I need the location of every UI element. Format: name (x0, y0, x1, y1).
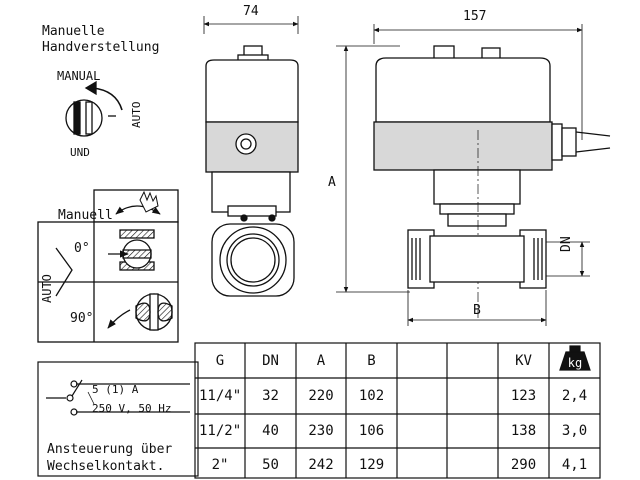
dimension-dn-label: DN (559, 236, 574, 252)
position-angle-90: 90° (70, 311, 94, 326)
position-angle-0: 0° (74, 241, 90, 256)
table-row-1-kg: 2,4 (561, 388, 588, 404)
table-row-3-a: 242 (308, 457, 334, 473)
table-header-kg: kg (567, 356, 583, 370)
table-row-1-kv: 123 (510, 388, 537, 404)
switch-rating-line2: 250 V, 50 Hz (92, 402, 172, 415)
table-header-b: B (367, 353, 376, 369)
table-header-g: G (215, 353, 225, 369)
dimension-height-label: A (328, 175, 336, 190)
switch-description-line1: Ansteuerung über (47, 442, 173, 457)
manual-heading-line1: Manuelle (42, 24, 105, 39)
table-row-3-g: 2" (211, 457, 229, 473)
table-row-3-kg: 4,1 (561, 457, 588, 473)
table-header-kv: KV (515, 353, 532, 369)
manual-knob-diagram (65, 80, 123, 137)
table-row-2-kg: 3,0 (561, 423, 588, 439)
knob-bottom-label: UND (70, 146, 90, 159)
dimension-width-front: 74 (243, 4, 259, 19)
switch-box (37, 361, 199, 477)
table-header-dn: DN (262, 353, 279, 369)
table-row-1-b: 102 (358, 388, 385, 404)
dimension-length-label: B (473, 303, 481, 318)
table-row-3-dn: 50 (262, 457, 279, 473)
table-row-2-g: 11/2" (199, 423, 242, 439)
switch-rating-line1: 5 (1) A (92, 383, 139, 396)
table-header-a: A (316, 353, 326, 369)
table-row-1-dn: 32 (262, 388, 279, 404)
dimension-width-side: 157 (463, 9, 487, 24)
table-row-2-kv: 138 (510, 423, 537, 439)
manual-heading-line2: Handverstellung (42, 40, 160, 55)
position-manuell-label: Manuell (58, 208, 113, 223)
table-row-3-kv: 290 (510, 457, 537, 473)
switch-description-line2: Wechselkontakt. (47, 459, 165, 474)
position-auto-label: AUTO (40, 274, 54, 303)
table-row-2-a: 230 (308, 423, 334, 439)
position-panel (37, 189, 179, 343)
table-row-1-a: 220 (308, 388, 334, 404)
knob-right-label: AUTO (130, 101, 143, 129)
front-view (203, 16, 299, 297)
table-row-2-dn: 40 (262, 423, 279, 439)
spec-table-grid (194, 342, 601, 479)
knob-top-label: MANUAL (57, 69, 101, 83)
table-row-3-b: 129 (358, 457, 385, 473)
side-view (336, 24, 611, 326)
table-row-1-g: 11/4" (199, 388, 242, 404)
table-row-2-b: 106 (358, 423, 385, 439)
